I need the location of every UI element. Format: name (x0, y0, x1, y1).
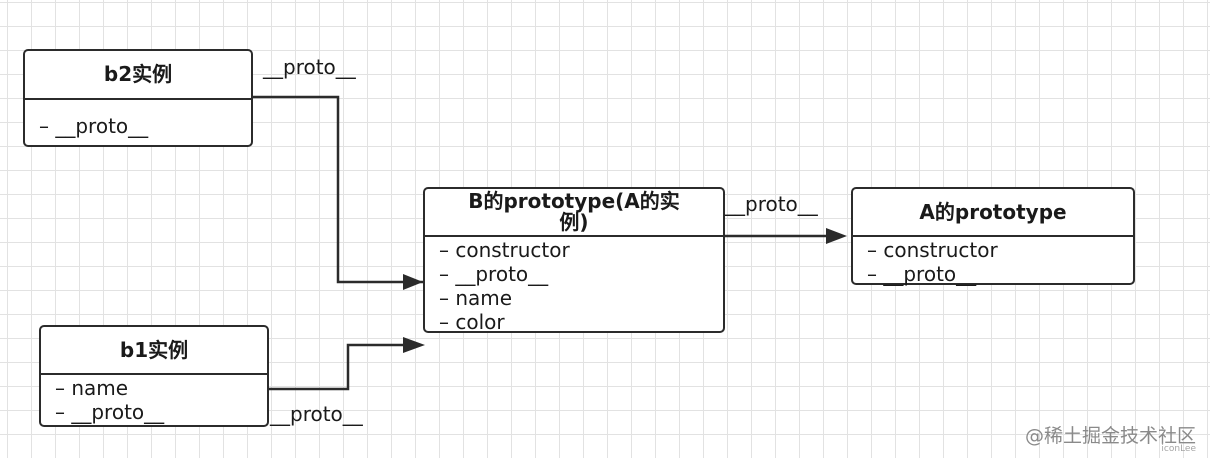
edge-label-b1-proto: __proto__ (270, 402, 363, 426)
b-prototype-field-color: – color (439, 310, 505, 334)
box-a-prototype-title: A的prototype (853, 189, 1133, 237)
box-b2-title: b2实例 (25, 51, 251, 100)
box-a-prototype: A的prototype – constructor – __proto__ (851, 187, 1135, 286)
arrowhead-b2-to-b-prototype (403, 274, 423, 290)
arrowhead-b-prototype-to-a-prototype (826, 228, 847, 244)
b-prototype-field-constructor: – constructor (439, 238, 570, 262)
a-prototype-field-proto: – __proto__ (867, 262, 977, 286)
b1-field-proto: – __proto__ (55, 400, 165, 424)
box-b1-title: b1实例 (41, 327, 267, 375)
edge-label-b-prototype-proto: __proto__ (725, 192, 818, 216)
b1-field-name: – name (55, 376, 129, 400)
box-b-prototype-title: B的prototype(A的实例) (425, 189, 723, 237)
watermark-text: @稀土掘金技术社区 (1024, 425, 1196, 447)
box-b1-instance: b1实例 – name – __proto__ (39, 325, 269, 427)
edge-b1-to-b-prototype (268, 343, 405, 391)
watermark-subtext: iconLee (1161, 444, 1196, 454)
b-prototype-field-proto: – __proto__ (439, 262, 549, 286)
b-prototype-field-name: – name (439, 286, 513, 310)
box-b2-instance: b2实例 – __proto__ (23, 49, 253, 147)
arrowhead-b1-to-b-prototype (403, 337, 425, 353)
a-prototype-field-constructor: – constructor (867, 238, 998, 262)
box-b-prototype: B的prototype(A的实例) – constructor – __prot… (423, 187, 725, 334)
edge-b2-to-b-prototype (252, 95, 423, 284)
b2-field-proto: – __proto__ (39, 114, 149, 138)
edge-label-b2-proto: __proto__ (263, 55, 356, 79)
